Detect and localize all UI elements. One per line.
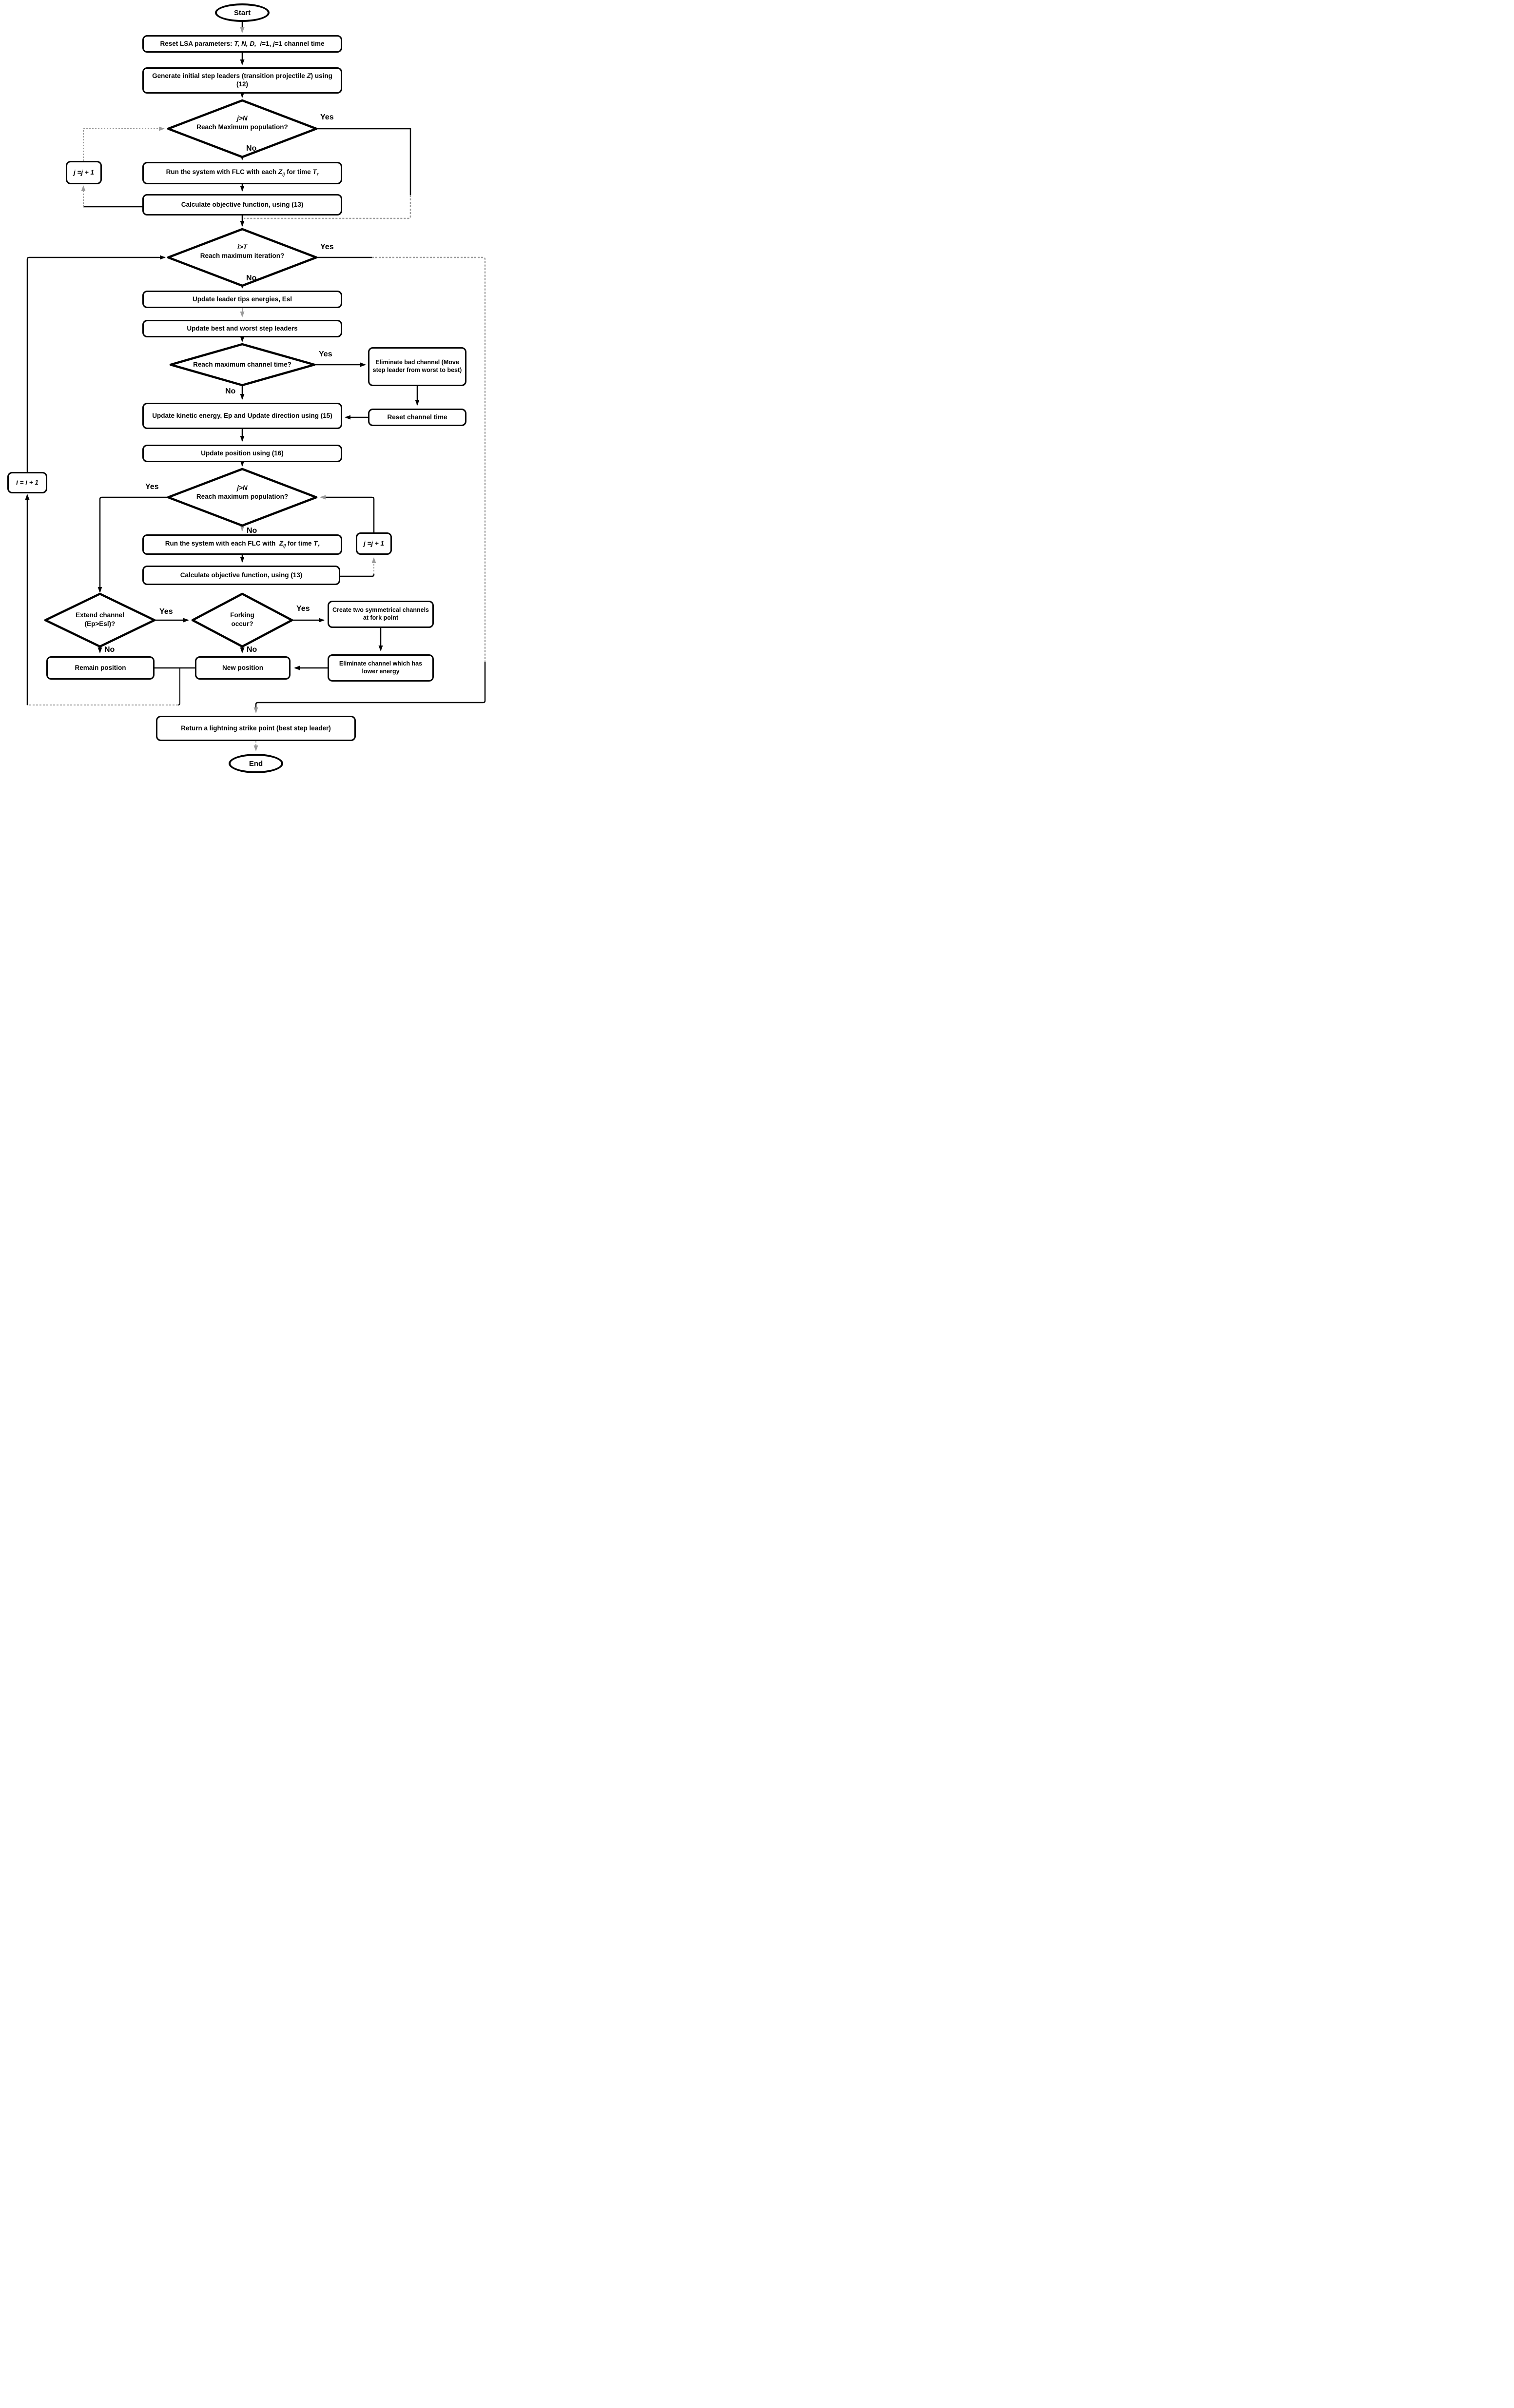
decision-d4-shape	[167, 468, 318, 527]
process-new-position: New position	[195, 656, 291, 680]
edge-d1-yes-down	[316, 128, 411, 195]
decision-d2-shape	[167, 228, 318, 287]
decision-d5-shape	[44, 592, 156, 648]
edge-label-no-d2: No	[246, 274, 257, 282]
process-run-system-flc-1: Run the system with FLC with each Zij fo…	[142, 162, 342, 184]
process-update-kinetic-energy: Update kinetic energy, Ep and Update dir…	[142, 403, 342, 429]
decision-d3-shape	[169, 343, 316, 387]
edge-jj2-d4	[320, 495, 375, 532]
edge-label-yes-d5: Yes	[159, 607, 173, 616]
flowchart-canvas: Start End Reset LSA parameters: T, N, D,…	[0, 0, 490, 779]
decision-d6-shape	[191, 592, 293, 648]
edge-label-yes-d2: Yes	[320, 243, 334, 251]
edge-label-no-d4: No	[247, 527, 257, 535]
edge-label-yes-d1: Yes	[320, 113, 334, 121]
edge-jj1-d1	[83, 126, 165, 161]
edge-d4-yes-d5	[97, 496, 168, 593]
edge-label-no-d1: No	[246, 144, 257, 153]
start-terminator: Start	[215, 3, 270, 22]
process-eliminate-bad-channel: Eliminate bad channel (Move step leader …	[368, 347, 466, 386]
edge-right-rail-black	[255, 662, 486, 707]
edge-label-no-d3: No	[225, 387, 236, 395]
edge-label-yes-d3: Yes	[319, 350, 332, 358]
process-run-system-flc-2: Run the system with each FLC with Zij fo…	[142, 534, 342, 555]
edge-junction-down	[177, 668, 180, 705]
edge-label-yes-d6: Yes	[296, 605, 310, 613]
process-create-symmetrical-channels: Create two symmetrical channels at fork …	[328, 601, 434, 628]
edge-label-no-d6: No	[247, 646, 257, 654]
edge-label-no-d5: No	[104, 646, 115, 654]
connector-layer	[25, 22, 486, 751]
process-return-strike-point: Return a lightning strike point (best st…	[156, 716, 356, 741]
process-j-increment-1: j =j + 1	[66, 161, 102, 184]
process-reset-channel-time: Reset channel time	[368, 409, 466, 426]
end-terminator: End	[229, 754, 283, 773]
process-i-increment: i = i + 1	[7, 472, 47, 493]
process-calc-objective-1: Calculate objective function, using (13)	[142, 194, 342, 215]
edge-right-rail-gray	[372, 256, 486, 662]
process-j-increment-2: j =j + 1	[356, 532, 392, 555]
decision-d1-shape	[167, 99, 318, 158]
process-update-best-worst: Update best and worst step leaders	[142, 320, 342, 337]
process-calc-objective-2: Calculate objective function, using (13)	[142, 566, 340, 585]
process-reset-lsa-parameters: Reset LSA parameters: T, N, D, i=1, j=1 …	[142, 35, 342, 53]
edge-label-yes-d4: Yes	[145, 483, 159, 491]
process-update-leader-tips: Update leader tips energies, Esl	[142, 291, 342, 308]
edge-iplus-d2	[26, 255, 166, 472]
edge-calc2-right	[340, 574, 375, 577]
process-eliminate-lower-energy-channel: Eliminate channel which has lower energy	[328, 654, 434, 682]
process-update-position: Update position using (16)	[142, 445, 342, 462]
edge-d1-yes-merge	[244, 195, 411, 219]
process-remain-position: Remain position	[46, 656, 155, 680]
process-generate-step-leaders: Generate initial step leaders (transitio…	[142, 67, 342, 94]
